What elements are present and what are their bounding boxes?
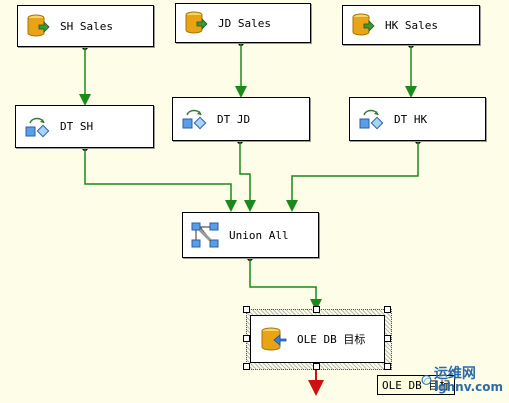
node-dt-hk[interactable]: DT HK [349,97,486,141]
resize-handle-ne[interactable] [384,306,391,313]
resize-handle-nw[interactable] [243,306,250,313]
database-source-icon [351,12,375,38]
node-label: SH Sales [60,19,113,33]
node-dt-jd[interactable]: DT JD [172,97,310,141]
node-label: OLE DB 目标 [297,333,366,346]
node-ole-db-target[interactable]: OLE DB 目标 [250,315,385,363]
path-dt-hk-to-union-all[interactable] [286,138,421,212]
watermark-text: 运维网 [433,366,476,382]
node-label: DT JD [217,112,251,126]
union-all-icon [191,221,219,249]
node-label: DT SH [60,120,94,133]
node-hk-sales[interactable]: HK Sales [342,5,480,45]
node-union-all[interactable]: Union All [182,212,319,258]
path-dt-sh-to-union-all[interactable] [82,145,237,212]
resize-handle-w[interactable] [243,335,250,342]
watermark: 运维网 lghnv.com [421,363,503,397]
node-label: JD Sales [218,16,271,30]
data-conversion-icon [358,107,384,131]
tooltip: OLE DB 目标 [377,375,456,395]
database-source-icon [26,13,50,39]
data-conversion-icon [181,107,207,131]
node-dt-sh[interactable]: DT SH [15,105,154,148]
watermark-url: lghnv.com [433,380,503,394]
resize-handle-sw[interactable] [243,363,250,370]
path-dt-jd-to-union-all[interactable] [237,138,256,212]
path-union-all-to-ole-db[interactable] [247,255,322,311]
data-conversion-icon [24,115,50,139]
path-sh-sales-to-dt-sh[interactable] [79,44,91,106]
resize-handle-s[interactable] [313,363,320,370]
node-label: HK Sales [385,18,438,32]
resize-handle-se[interactable] [384,363,391,370]
database-source-icon [184,10,208,36]
node-sh-sales[interactable]: SH Sales [17,5,154,47]
path-jd-sales-to-dt-jd[interactable] [235,40,247,98]
resize-handle-n[interactable] [313,306,320,313]
resize-handle-e[interactable] [384,335,391,342]
path-hk-sales-to-dt-hk[interactable] [405,42,417,98]
database-destination-icon [259,325,287,353]
node-jd-sales[interactable]: JD Sales [175,3,311,43]
watermark-logo-icon [421,375,432,385]
node-label: Union All [229,228,289,242]
node-label: DT HK [394,112,428,126]
